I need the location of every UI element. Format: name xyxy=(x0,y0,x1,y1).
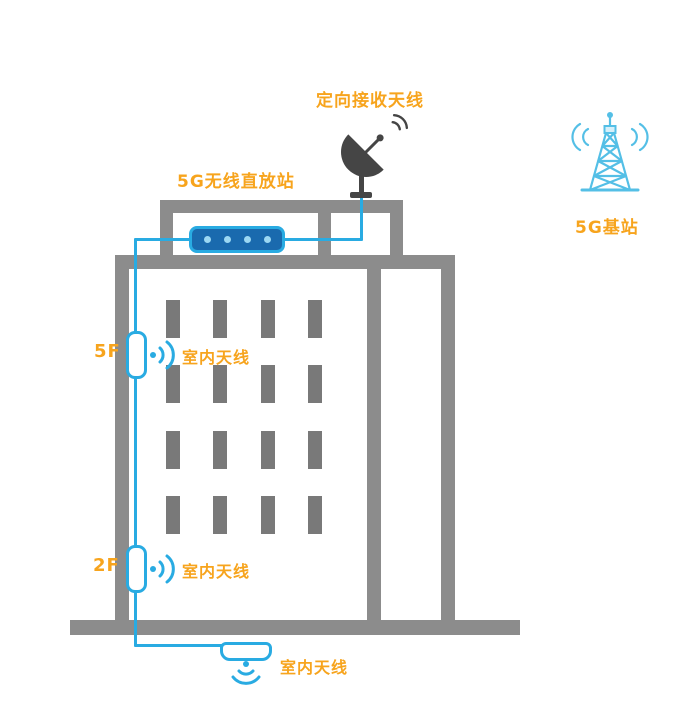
dish-antenna-icon xyxy=(341,113,409,198)
wifi-waves-2f-icon xyxy=(150,554,175,584)
base-station-tower-icon xyxy=(571,112,649,192)
windows-grid xyxy=(166,300,326,535)
indoor-antenna-ground-icon xyxy=(220,642,272,661)
window xyxy=(307,430,322,469)
label-indoor-antenna-2f: 室内天线 xyxy=(182,562,251,581)
window xyxy=(307,300,322,338)
roof-post-middle xyxy=(318,200,331,257)
roof-post-right xyxy=(390,200,403,257)
window xyxy=(213,495,228,534)
cable-riser xyxy=(134,238,137,647)
ground-line xyxy=(70,620,520,635)
building-roofline xyxy=(115,255,455,269)
label-receiving-antenna: 定向接收天线 xyxy=(316,91,424,111)
indoor-antenna-2f-icon xyxy=(126,545,147,593)
window xyxy=(166,365,180,404)
indoor-antenna-5f-icon xyxy=(126,331,147,379)
label-floor-2f: 2F xyxy=(93,555,120,576)
roof-parapet-top xyxy=(160,200,403,213)
window xyxy=(260,300,275,338)
building-left-wall xyxy=(115,255,129,622)
window xyxy=(307,495,322,534)
window xyxy=(213,430,228,469)
repeater-led xyxy=(243,236,251,243)
label-indoor-antenna-5f: 室内天线 xyxy=(182,348,251,367)
window xyxy=(213,300,228,338)
wifi-waves-down-icon xyxy=(231,661,261,685)
label-floor-5f: 5F xyxy=(94,341,121,362)
window xyxy=(166,430,180,469)
label-repeater: 5G无线直放站 xyxy=(177,172,295,192)
repeater-led xyxy=(223,236,231,243)
window xyxy=(307,365,322,404)
wifi-waves-5f-icon xyxy=(150,340,175,370)
repeater-device xyxy=(189,226,285,253)
cable-dish-drop xyxy=(360,194,363,241)
building-right-wall xyxy=(441,269,455,622)
cable-basement-run xyxy=(134,644,246,647)
window xyxy=(260,495,275,534)
label-base-station: 5G基站 xyxy=(575,218,639,238)
cable-roof-right xyxy=(283,238,363,241)
window xyxy=(213,365,228,404)
window xyxy=(260,430,275,469)
building-inner-wall xyxy=(367,269,381,622)
cable-roof-left xyxy=(134,238,192,241)
window xyxy=(260,365,275,404)
repeater-led xyxy=(203,236,211,243)
label-indoor-antenna-ground: 室内天线 xyxy=(280,658,349,677)
window xyxy=(166,495,180,534)
repeater-led xyxy=(263,236,271,243)
window xyxy=(166,300,180,338)
roof-post-left xyxy=(160,200,173,257)
